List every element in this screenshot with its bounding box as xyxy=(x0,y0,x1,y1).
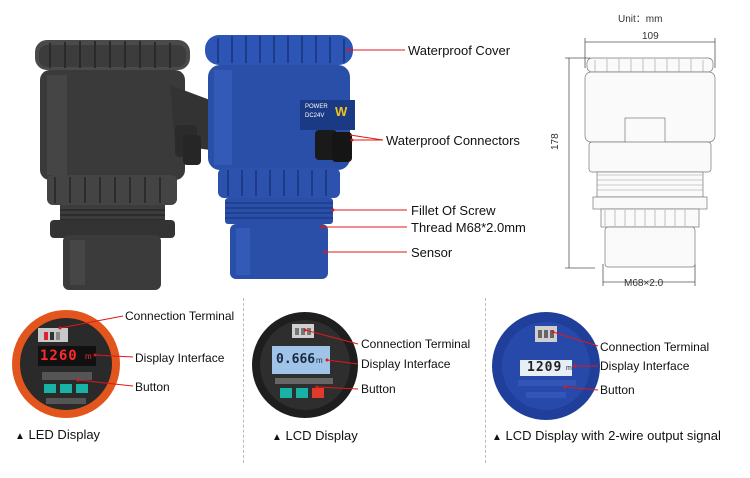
p1-display-interface: Display Interface xyxy=(135,351,225,365)
lcd-unit: m xyxy=(316,356,323,365)
panel1-pointer-lines xyxy=(58,315,134,387)
top-pointer-lines xyxy=(320,48,407,254)
led-display-image xyxy=(12,310,120,418)
p1-button: Button xyxy=(135,380,170,394)
dim-thread: M68×2.0 xyxy=(624,278,664,289)
dimension-drawing xyxy=(565,38,716,286)
label-waterproof-cover: Waterproof Cover xyxy=(408,43,511,58)
p3-caption-text: LCD Display with 2-wire output signal xyxy=(505,428,721,443)
p2-connection-terminal: Connection Terminal xyxy=(361,337,471,351)
p3-caption: ▲ LCD Display with 2-wire output signal xyxy=(492,428,721,443)
p2-button: Button xyxy=(361,382,396,396)
p3-display-interface: Display Interface xyxy=(600,359,690,373)
label-waterproof-connectors: Waterproof Connectors xyxy=(386,133,520,148)
dim-height: 178 xyxy=(550,133,561,150)
caption-marker-icon: ▲ xyxy=(15,431,25,442)
blue-sensor-image xyxy=(205,35,355,279)
label-fillet-of-screw: Fillet Of Screw xyxy=(411,203,496,218)
dim-width: 109 xyxy=(642,31,659,42)
panel2-pointer-lines xyxy=(303,328,359,390)
device-plate: POWER DC24V W xyxy=(302,101,355,129)
label-thread: Thread M68*2.0mm xyxy=(411,220,526,235)
p2-caption: ▲ LCD Display xyxy=(272,428,358,443)
lcd-2wire-reading: 1209 xyxy=(527,360,563,375)
p1-connection-terminal: Connection Terminal xyxy=(125,309,235,323)
p2-caption-text: LCD Display xyxy=(285,428,358,443)
panel-separator-2 xyxy=(485,298,486,463)
lcd-2wire-unit: m xyxy=(566,365,572,372)
caption-marker-icon: ▲ xyxy=(272,432,282,443)
panel-separator-1 xyxy=(243,298,244,463)
caption-marker-icon: ▲ xyxy=(492,432,502,443)
p1-caption: ▲ LED Display xyxy=(15,427,100,442)
lcd-reading: 0.666 xyxy=(276,352,316,367)
p1-caption-text: LED Display xyxy=(28,427,101,442)
panel3-pointer-lines xyxy=(551,330,599,391)
plate-mark: W xyxy=(335,104,348,119)
lcd-2wire-display-image xyxy=(492,312,600,420)
plate-voltage-text: DC24V xyxy=(305,113,325,119)
p3-connection-terminal: Connection Terminal xyxy=(600,340,710,354)
led-reading: 1260 xyxy=(40,348,78,364)
led-unit: m xyxy=(85,352,92,361)
p2-display-interface: Display Interface xyxy=(361,357,451,371)
p3-button: Button xyxy=(600,383,635,397)
plate-power-text: POWER xyxy=(305,104,328,110)
label-sensor: Sensor xyxy=(411,245,453,260)
black-sensor-image xyxy=(35,40,210,290)
unit-label: Unit：mm xyxy=(618,14,663,25)
